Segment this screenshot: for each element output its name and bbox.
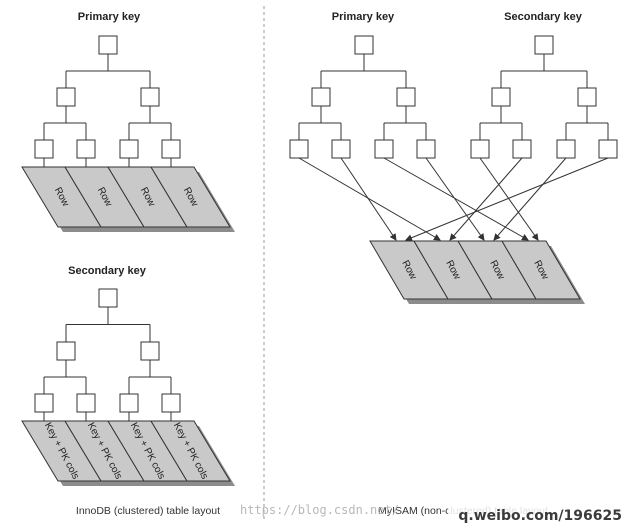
myisam-row-pointers — [298, 157, 609, 241]
leaf-node — [331, 139, 351, 159]
root-node — [354, 35, 374, 55]
row-pointer-arrow — [493, 157, 567, 241]
myisam-primary-key-label: Primary key — [332, 11, 395, 23]
leaf-node — [119, 139, 139, 159]
myisam-secondary-key-label: Secondary key — [504, 11, 583, 23]
root-node — [98, 288, 118, 308]
row-pointer-arrow — [405, 157, 609, 241]
leaf-node — [374, 139, 394, 159]
leaf-node — [161, 393, 181, 413]
internal-node — [56, 341, 76, 361]
blog-watermark: https://blog.csdn.net/ — [240, 503, 399, 517]
root-node — [534, 35, 554, 55]
internal-node — [140, 87, 160, 107]
internal-node — [311, 87, 331, 107]
leaf-node — [470, 139, 490, 159]
leaf-node — [34, 393, 54, 413]
leaf-node — [76, 139, 96, 159]
watermark-backdrop — [448, 505, 626, 525]
row-pointer-arrow — [383, 157, 529, 241]
innodb-secondary-btree — [34, 288, 181, 413]
row-pointer-arrow — [298, 157, 441, 241]
leaf-node — [512, 139, 532, 159]
innodb-primary-key-label: Primary key — [78, 11, 141, 23]
leaf-node — [556, 139, 576, 159]
row-pointer-arrow — [449, 157, 523, 241]
leaf-node — [34, 139, 54, 159]
row-pointer-arrow — [479, 157, 539, 241]
internal-node — [577, 87, 597, 107]
leaf-node — [119, 393, 139, 413]
innodb-row-cell — [150, 166, 231, 228]
weibo-watermark: q.weibo.com/196625 — [458, 508, 622, 524]
innodb-caption: InnoDB (clustered) table layout — [76, 505, 220, 517]
row-pointer-arrow — [425, 157, 485, 241]
internal-node — [491, 87, 511, 107]
myisam-row-cell — [501, 240, 581, 300]
innodb-key-row-cell — [150, 420, 231, 482]
leaf-node — [76, 393, 96, 413]
row-pointer-arrow — [340, 157, 397, 241]
internal-node — [140, 341, 160, 361]
innodb-primary-btree — [34, 35, 181, 159]
internal-node — [396, 87, 416, 107]
leaf-node — [289, 139, 309, 159]
internal-node — [56, 87, 76, 107]
leaf-node — [598, 139, 618, 159]
leaf-node — [161, 139, 181, 159]
myisam-secondary-btree — [470, 35, 618, 159]
root-node — [98, 35, 118, 55]
leaf-node — [416, 139, 436, 159]
myisam-primary-btree — [289, 35, 436, 159]
innodb-secondary-key-label: Secondary key — [68, 265, 147, 277]
